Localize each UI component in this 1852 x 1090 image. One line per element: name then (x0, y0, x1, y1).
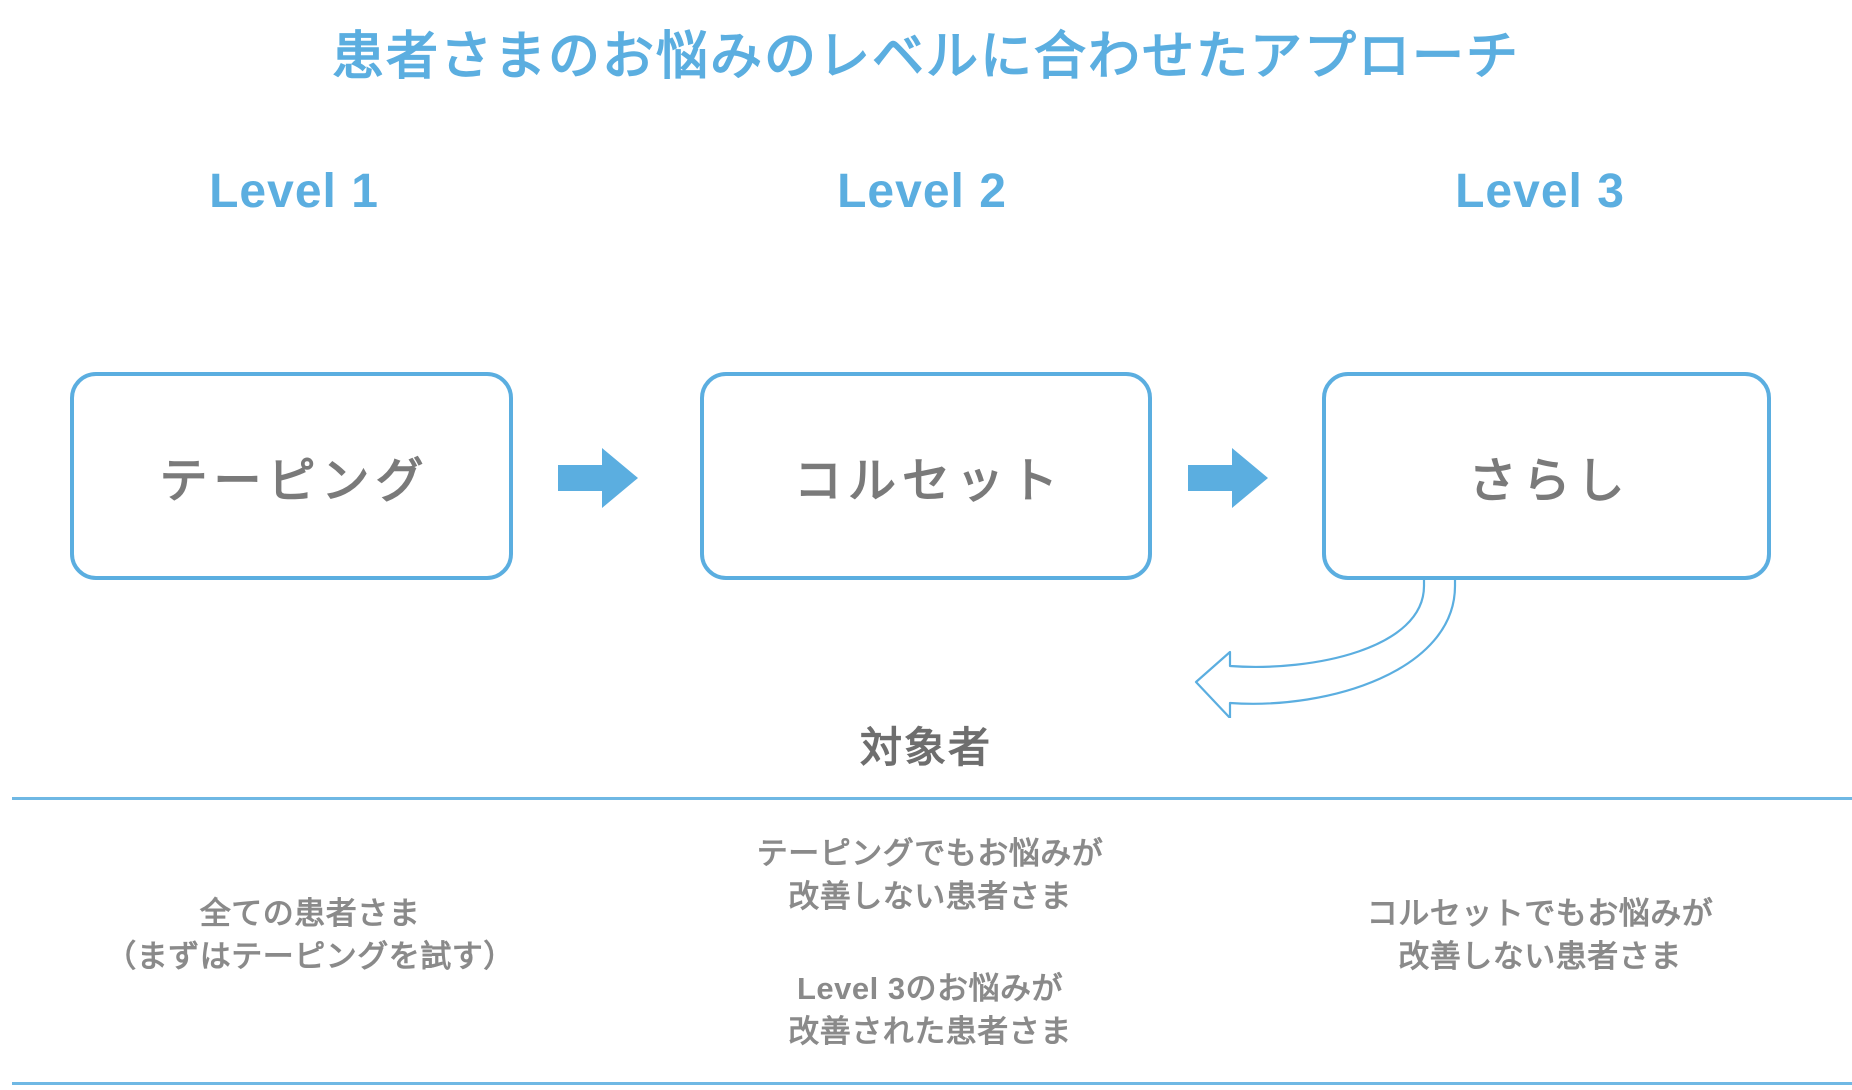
level-3-box: さらし (1322, 372, 1771, 580)
level-1-box: テーピング (70, 372, 513, 580)
level-2-box-label: コルセット (793, 455, 1064, 508)
page-title: 患者さまのお悩みのレベルに合わせたアプローチ (331, 28, 1520, 86)
divider-bottom (12, 1082, 1852, 1085)
level-2-box: コルセット (700, 372, 1152, 580)
level-2-heading: Level 2 (837, 165, 1007, 218)
level-3-box-label: さらし (1468, 455, 1631, 508)
divider-top (12, 797, 1852, 800)
right-arrow-icon (1188, 448, 1268, 508)
right-arrow-icon (558, 448, 638, 508)
level-1-box-label: テーピング (159, 455, 430, 508)
level-1-target-description: 全ての患者さま （まずはテーピングを試す） (105, 896, 515, 974)
level-2-target-description-secondary: Level 3のお悩みが 改善された患者さま (788, 971, 1072, 1049)
curved-feedback-arrow-icon (1000, 578, 1480, 718)
level-3-target-description: コルセットでもお悩みが 改善しない患者さま (1366, 896, 1714, 974)
level-3-heading: Level 3 (1455, 165, 1625, 218)
target-section-heading: 対象者 (859, 724, 992, 771)
level-1-heading: Level 1 (209, 165, 379, 218)
level-2-target-description-primary: テーピングでもお悩みが 改善しない患者さま (756, 836, 1104, 914)
